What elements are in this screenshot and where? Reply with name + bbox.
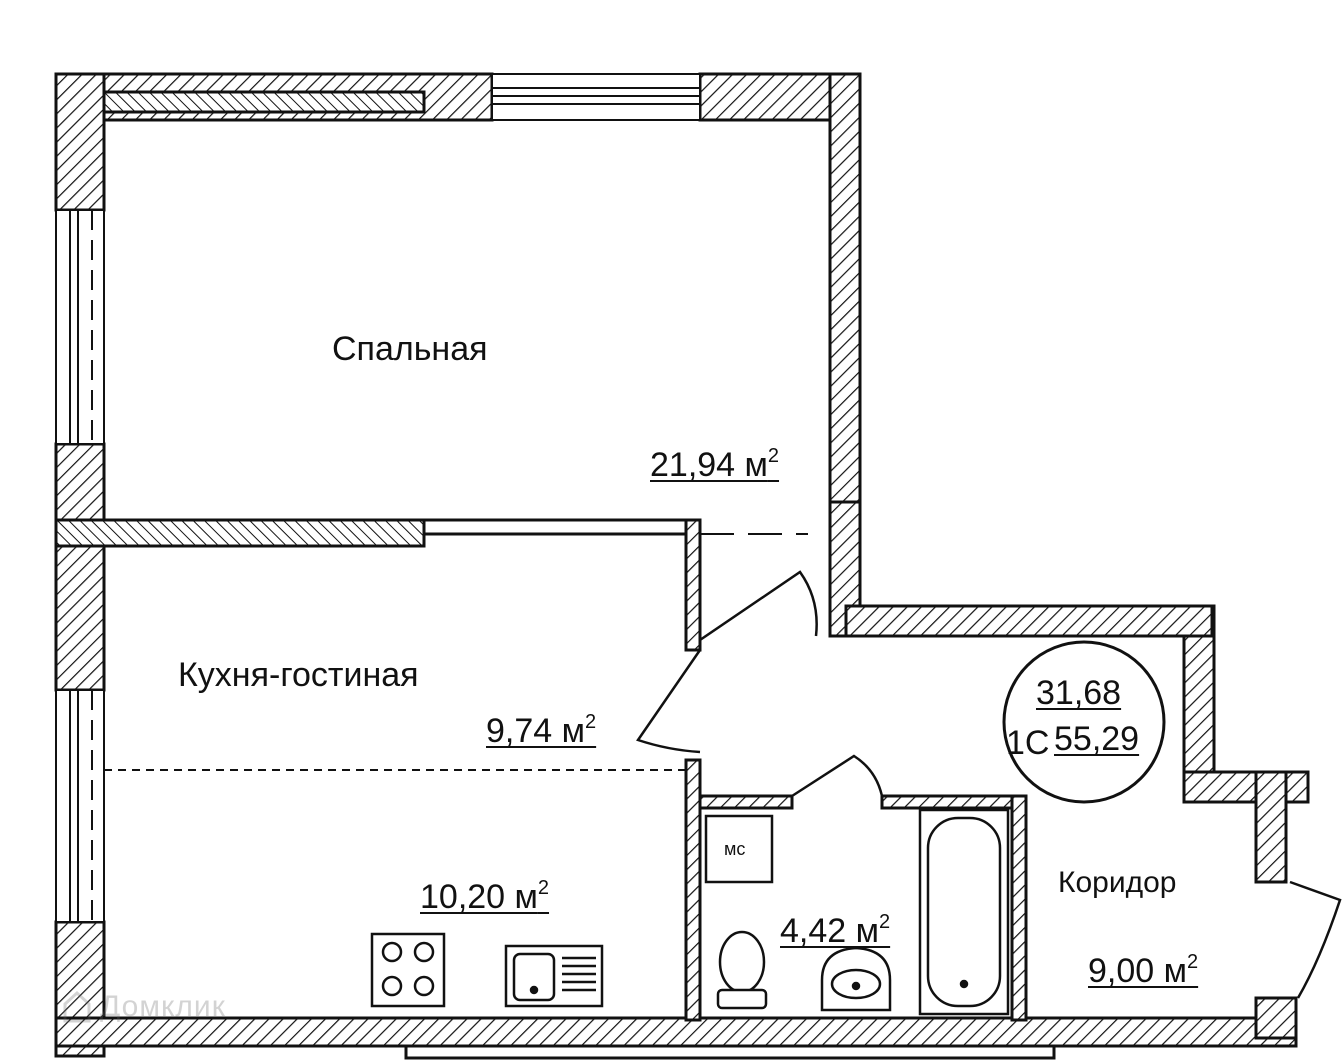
sink-icon <box>820 946 892 1012</box>
summary-badge-circle <box>1002 640 1166 804</box>
house-icon <box>63 990 91 1023</box>
interior-walls <box>54 518 1214 1022</box>
room-name-corridor: Коридор <box>1058 866 1177 899</box>
room-area-bathroom: 4,42 м2 <box>780 911 891 950</box>
toilet-icon <box>716 930 768 1010</box>
room-area-living: 9,74 м2 <box>486 711 597 750</box>
kitchen-sink-icon <box>504 944 604 1008</box>
room-area-kitchen: 10,20 м2 <box>420 877 550 916</box>
bathtub-icon <box>918 808 1010 1016</box>
watermark-logo: Домклик <box>62 988 302 1028</box>
washer-label: мс <box>724 839 746 859</box>
room-area-corridor: 9,00 м2 <box>1088 951 1199 990</box>
room-area-bedroom: 21,94 м2 <box>650 445 780 484</box>
badge-type: 1С <box>1006 724 1050 762</box>
stove-icon <box>370 932 446 1008</box>
doors <box>636 570 1342 999</box>
badge-total-area: 55,29 <box>1054 720 1140 758</box>
watermark-text: Домклик <box>100 990 226 1023</box>
exterior-walls <box>54 72 1310 1060</box>
room-name-kitchen-living: Кухня-гостиная <box>178 656 419 694</box>
windows <box>55 73 701 923</box>
badge-living-area: 31,68 <box>1036 674 1122 712</box>
room-name-bedroom: Спальная <box>332 330 488 368</box>
washing-machine <box>704 814 774 884</box>
